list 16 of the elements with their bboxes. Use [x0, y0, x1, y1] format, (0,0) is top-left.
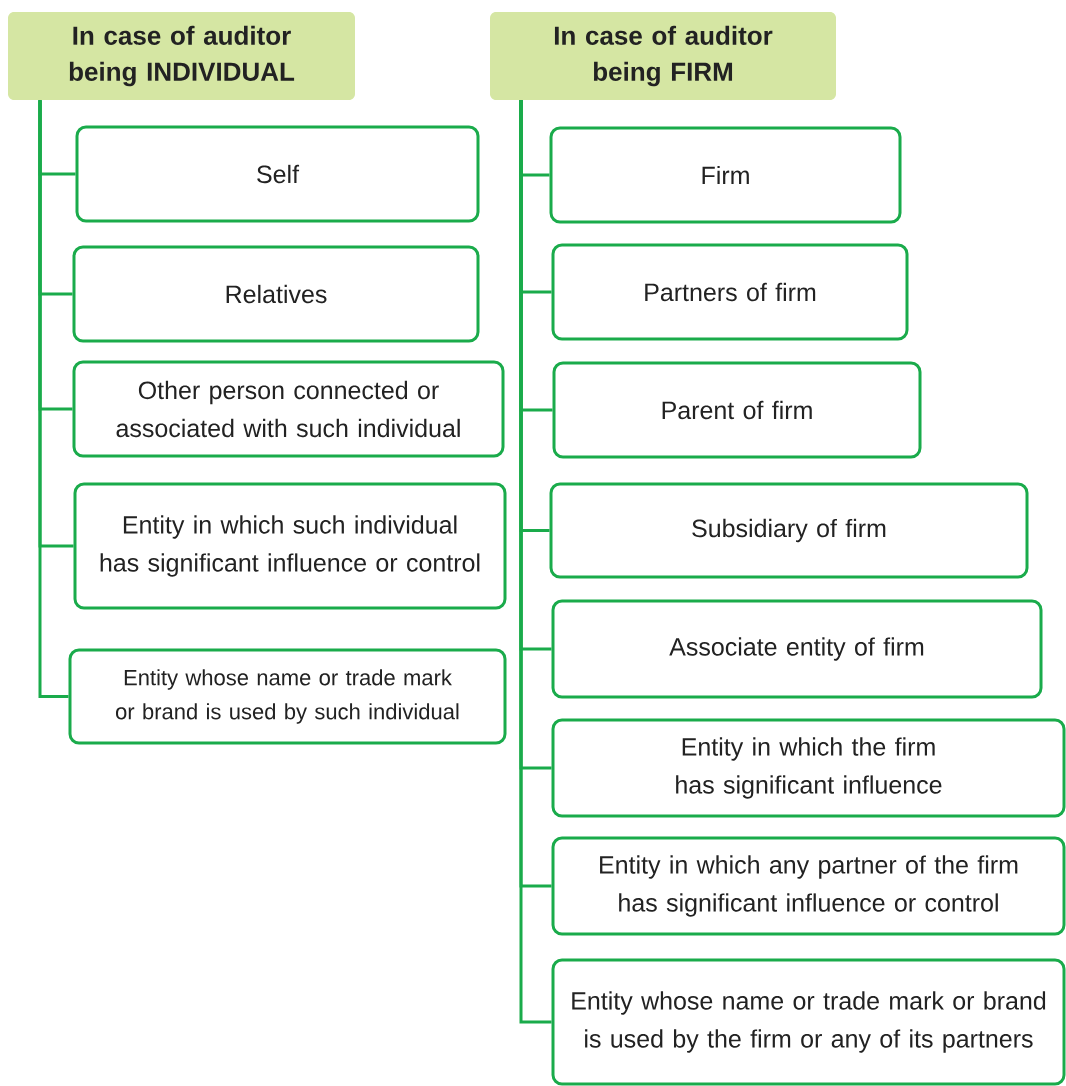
item-box: Firm — [549, 126, 902, 224]
item-box: Self — [75, 125, 480, 223]
item-box: Entity in which such individual has significant influence or control — [73, 482, 507, 610]
item-box: Associate entity of firm — [551, 599, 1043, 699]
item-box: Partners of firm — [551, 243, 909, 341]
item-box: Entity in which the firm has significant influence — [551, 718, 1066, 818]
item-box: Subsidiary of firm — [549, 482, 1029, 579]
item-box: Other person connected or associated with such individual — [72, 360, 505, 458]
connector — [38, 100, 69, 698]
item-box: Entity whose name or trade mark or brand is used by the firm or any of its partners — [551, 958, 1066, 1086]
header-box: In case of auditor being INDIVIDUAL — [8, 12, 355, 100]
header-box: In case of auditor being FIRM — [490, 12, 836, 100]
item-box: Entity whose name or trade mark or brand is used by such individual — [68, 648, 507, 745]
item-box: Parent of firm — [552, 361, 922, 459]
item-box: Relatives — [72, 245, 480, 343]
item-box: Entity in which any partner of the firm has significant influence or control — [551, 836, 1066, 936]
